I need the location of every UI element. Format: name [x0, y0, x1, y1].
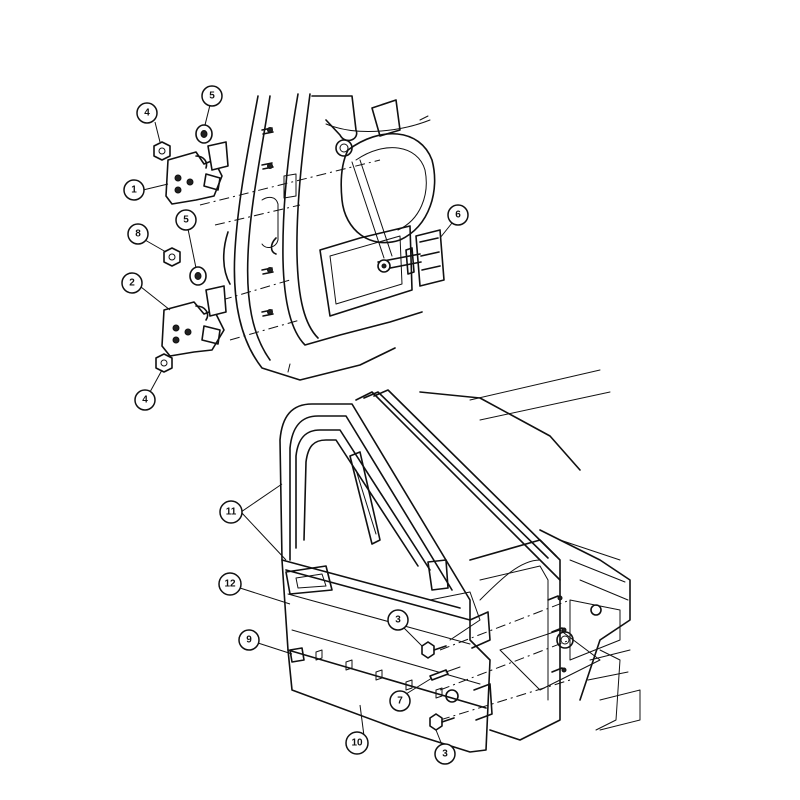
svg-text:7: 7 — [397, 696, 403, 707]
svg-text:4: 4 — [144, 108, 150, 119]
hinge-bolt-3-upper — [421, 641, 447, 659]
svg-text:9: 9 — [246, 635, 252, 646]
hinge-washer-lower — [189, 266, 207, 286]
hinge-nut-lower — [155, 353, 173, 373]
vehicle-body-a-pillar — [355, 369, 641, 741]
svg-text:6: 6 — [455, 210, 461, 221]
callout-9: 9 — [238, 629, 293, 655]
hinge-nut-upper — [153, 141, 171, 161]
callout-12: 12 — [218, 572, 291, 605]
callout-3-lower: 3 — [434, 729, 456, 765]
front-door-assembly — [279, 403, 493, 753]
alignment-centerlines — [199, 159, 381, 341]
svg-text:2: 2 — [129, 278, 135, 289]
door-inner-panel-detail — [222, 93, 436, 381]
lower-door-hinge — [161, 285, 227, 357]
callout-4-lower: 4 — [134, 369, 163, 411]
hinge-bolt-3-lower — [429, 713, 455, 731]
callout-5-upper: 5 — [201, 85, 223, 126]
callout-11: 11 — [219, 483, 287, 561]
callout-3-upper: 3 — [387, 609, 423, 647]
svg-text:1: 1 — [131, 185, 137, 196]
callout-4-upper: 4 — [136, 102, 161, 143]
svg-text:12: 12 — [224, 579, 236, 590]
door-check-strap — [377, 229, 445, 287]
svg-text:8: 8 — [135, 229, 141, 240]
svg-text:11: 11 — [226, 507, 237, 518]
callout-7: 7 — [389, 677, 433, 712]
upper-door-hinge — [165, 141, 229, 205]
hinge-washer-upper — [195, 124, 213, 144]
svg-text:3: 3 — [442, 749, 448, 760]
callout-5-lower: 5 — [175, 209, 197, 269]
callout-2: 2 — [121, 272, 171, 311]
svg-text:4: 4 — [142, 395, 148, 406]
svg-text:5: 5 — [183, 215, 189, 226]
callout-8: 8 — [127, 223, 167, 253]
svg-text:10: 10 — [351, 738, 363, 749]
svg-text:3: 3 — [395, 615, 401, 626]
hinge-bolt-studs — [261, 127, 274, 317]
svg-text:5: 5 — [209, 91, 215, 102]
hinge-bolt-7 — [429, 666, 461, 681]
callout-1: 1 — [123, 179, 169, 201]
body-hinge-bolts — [439, 595, 571, 721]
callout-10: 10 — [345, 704, 369, 755]
callout-6: 6 — [439, 204, 469, 239]
nut-8 — [163, 247, 181, 267]
